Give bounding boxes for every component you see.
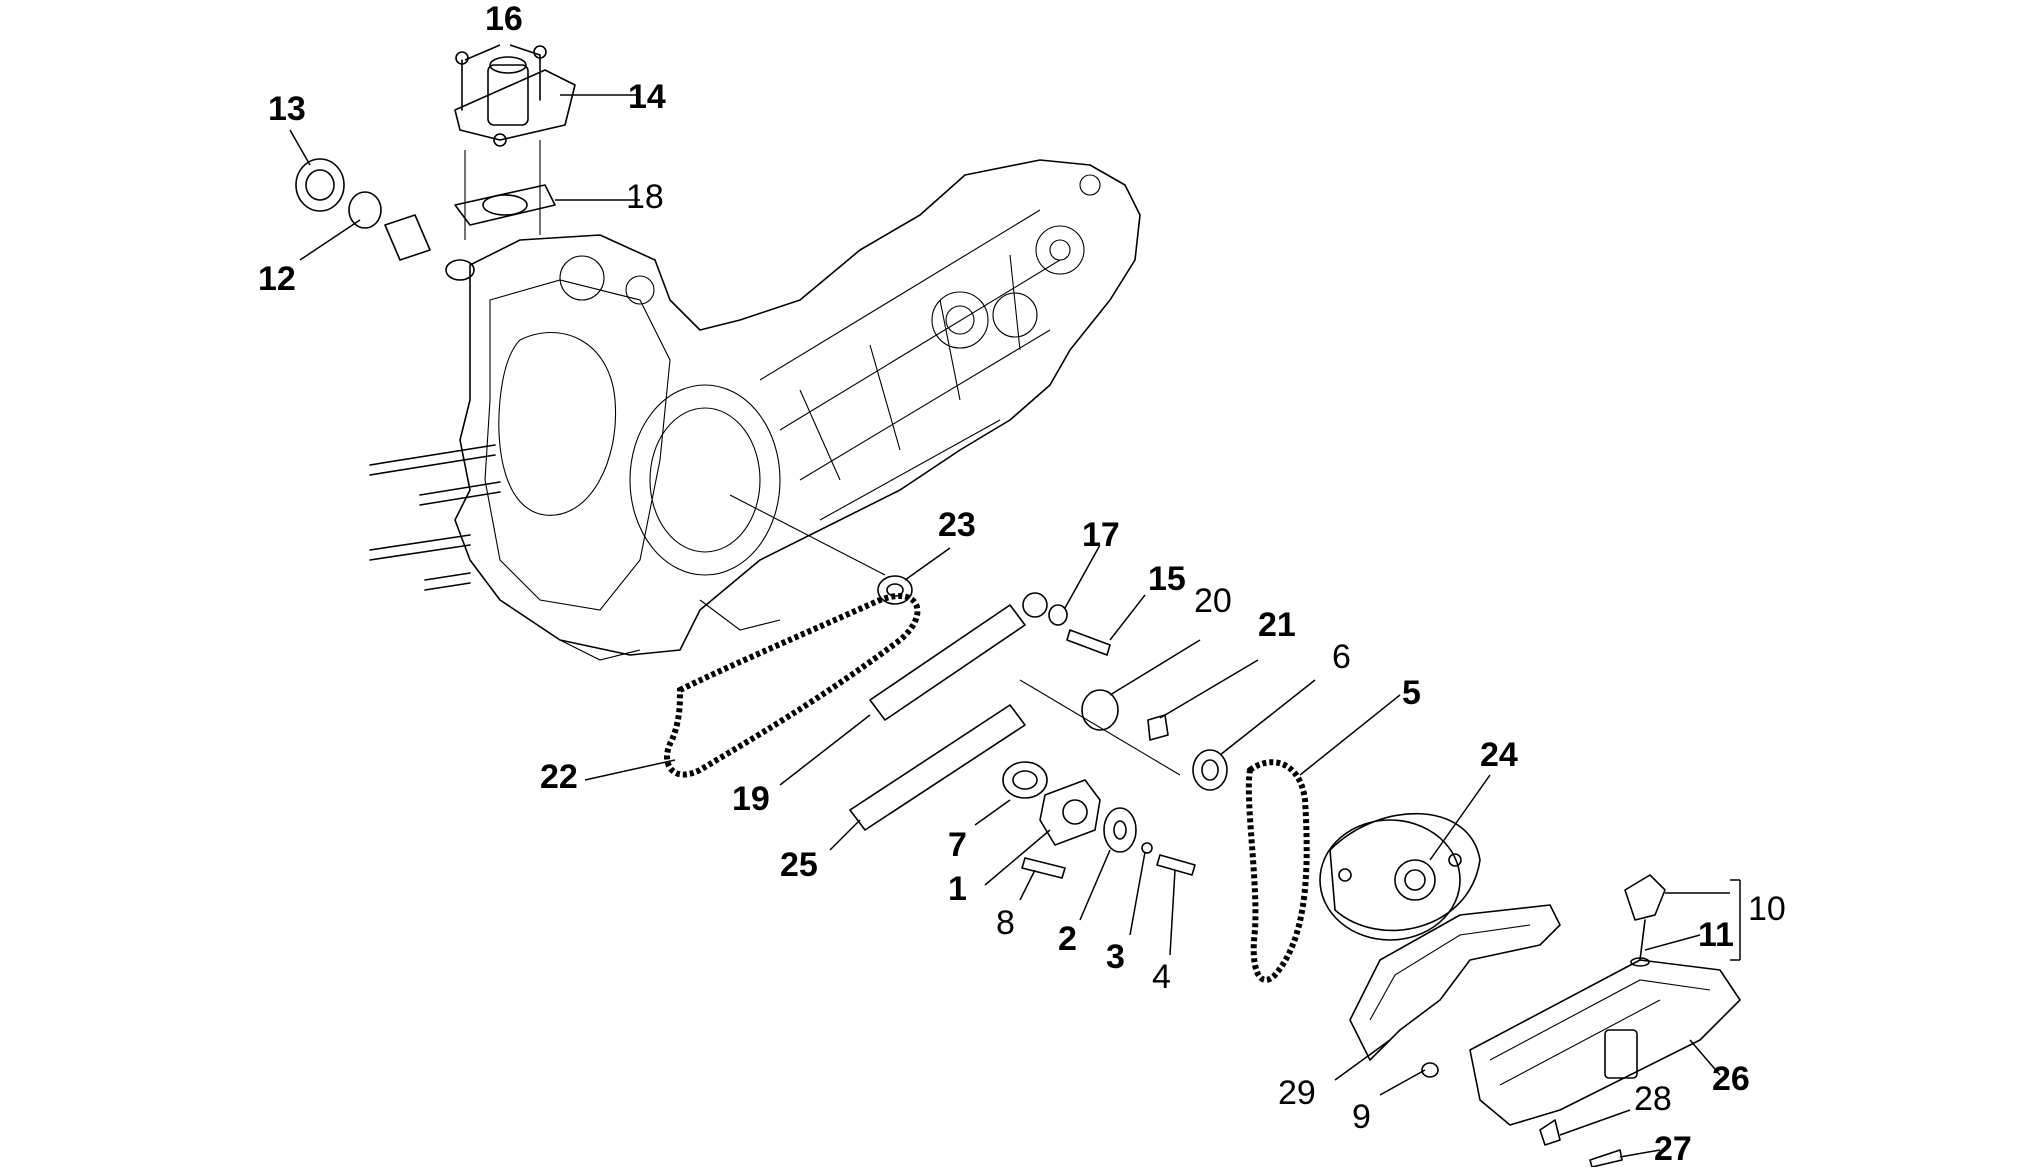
callout-15: 15 [1148, 560, 1186, 598]
callout-18: 18 [626, 178, 664, 216]
oil-sump [1421, 874, 1741, 1167]
callout-6: 6 [1332, 638, 1351, 676]
callout-21: 21 [1258, 606, 1296, 644]
callout-26: 26 [1712, 1060, 1750, 1098]
callout-27: 27 [1654, 1130, 1692, 1168]
callout-29: 29 [1278, 1074, 1316, 1112]
callout-19: 19 [732, 780, 770, 818]
callout-28: 28 [1634, 1080, 1672, 1118]
callout-1: 1 [948, 870, 967, 908]
leader-lines [289, 44, 1741, 1158]
callout-9: 9 [1352, 1098, 1371, 1136]
crankcase [369, 159, 1181, 776]
callout-5: 5 [1402, 674, 1421, 712]
filler-cap-group [295, 158, 475, 281]
gasket [1349, 904, 1561, 1061]
callout-11: 11 [1698, 916, 1734, 954]
pump-chain-and-cover [1245, 759, 1481, 983]
oil-pump [1002, 761, 1196, 879]
callout-2: 2 [1058, 920, 1077, 958]
chain-guides [849, 592, 1048, 831]
callout-25: 25 [780, 846, 818, 884]
callout-17: 17 [1082, 516, 1120, 554]
callout-22: 22 [540, 758, 578, 796]
callout-23: 23 [938, 506, 976, 544]
callout-7: 7 [948, 826, 967, 864]
callout-3: 3 [1106, 938, 1125, 976]
callout-16: 16 [485, 0, 523, 38]
callout-14: 14 [628, 78, 666, 116]
callout-12: 12 [258, 260, 296, 298]
callout-20: 20 [1194, 582, 1232, 620]
callout-24: 24 [1480, 736, 1518, 774]
small-parts [1048, 604, 1228, 791]
pump-cover [454, 45, 576, 240]
drive-chain [664, 575, 921, 778]
callout-8: 8 [996, 904, 1015, 942]
callout-13: 13 [268, 90, 306, 128]
callout-4: 4 [1152, 958, 1171, 996]
callout-10: 10 [1748, 890, 1786, 928]
